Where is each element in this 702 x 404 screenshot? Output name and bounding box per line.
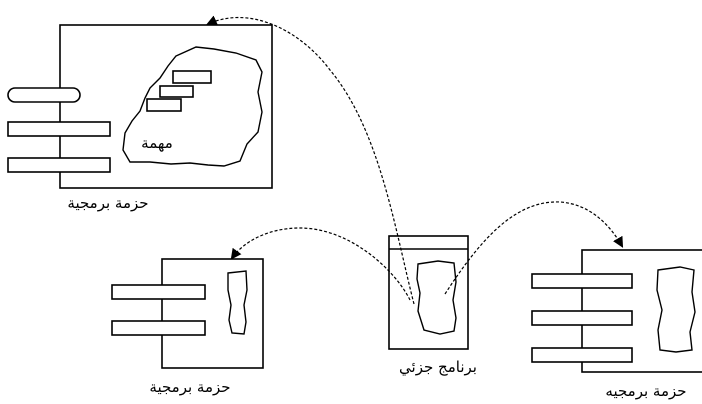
subprogram [389, 236, 468, 349]
package-bottom-right-pin-2 [532, 311, 632, 325]
package-top-pin-rounded [8, 88, 80, 102]
task-label: مهمة [141, 134, 173, 152]
subprogram-label: برنامج جزئي [399, 358, 477, 377]
task-bar-2 [160, 86, 193, 97]
package-top-pin-2 [8, 158, 110, 172]
package-top: مهمة [8, 25, 272, 188]
package-bottom-right-pin-3 [532, 348, 632, 362]
package-bottom-right [532, 250, 702, 372]
package-bottom-left-body [162, 259, 263, 368]
subprogram-body [389, 236, 468, 349]
package-bottom-left-pin-2 [112, 321, 205, 335]
package-top-label: حزمة برمجية [67, 194, 148, 212]
package-bottom-left-label: حزمة برمجية [149, 378, 230, 396]
task-bar-3 [147, 99, 181, 111]
package-bottom-left [112, 259, 263, 368]
package-top-pin-1 [8, 122, 110, 136]
task-bar-1 [173, 71, 211, 83]
package-bottom-left-pin-1 [112, 285, 205, 299]
package-bottom-right-label: حزمة برمجيه [605, 382, 686, 400]
package-bottom-right-pin-1 [532, 274, 632, 288]
